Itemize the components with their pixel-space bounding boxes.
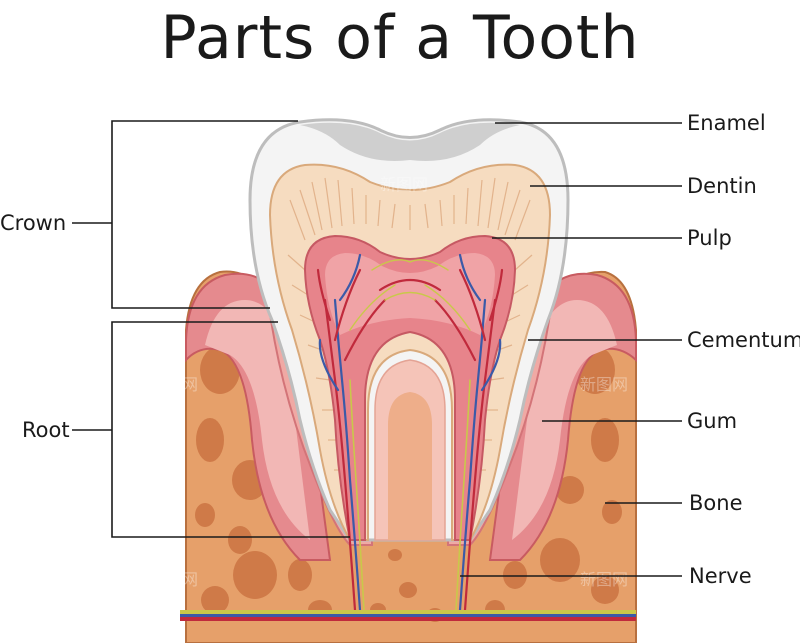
label-gum: Gum <box>687 409 737 433</box>
leader-lines <box>72 120 682 577</box>
label-bone: Bone <box>689 491 742 515</box>
watermark-text: 新图网 <box>170 175 218 194</box>
label-crown: Crown <box>0 211 66 235</box>
bone-spots <box>195 346 622 622</box>
nerves <box>316 253 504 612</box>
watermark-text: 新图网 <box>590 175 638 194</box>
watermark: 新图网 新图网 新图网 新图网 新图网 新图网 新图网 <box>150 175 638 589</box>
pulp-inner-shade <box>325 253 495 335</box>
label-cementum: Cementum <box>687 328 800 352</box>
dentin-tubules <box>287 177 533 471</box>
watermark-text: 新图网 <box>150 570 198 589</box>
label-dentin: Dentin <box>687 174 757 198</box>
label-root: Root <box>22 418 70 442</box>
label-nerve: Nerve <box>689 564 752 588</box>
enamel-top-shade <box>300 122 520 161</box>
page-title: Parts of a Tooth <box>160 3 640 73</box>
label-enamel: Enamel <box>687 111 766 135</box>
watermark-text: 新图网 <box>150 375 198 394</box>
label-pulp: Pulp <box>687 226 732 250</box>
watermark-text: 新图网 <box>580 375 628 394</box>
labels: Enamel Dentin Pulp Cementum Gum Bone Ner… <box>0 111 800 588</box>
watermark-text: 新图网 <box>580 570 628 589</box>
root-canal-core <box>388 392 432 540</box>
watermark-text: 新图网 <box>380 175 428 194</box>
nerve-bar <box>180 610 636 621</box>
